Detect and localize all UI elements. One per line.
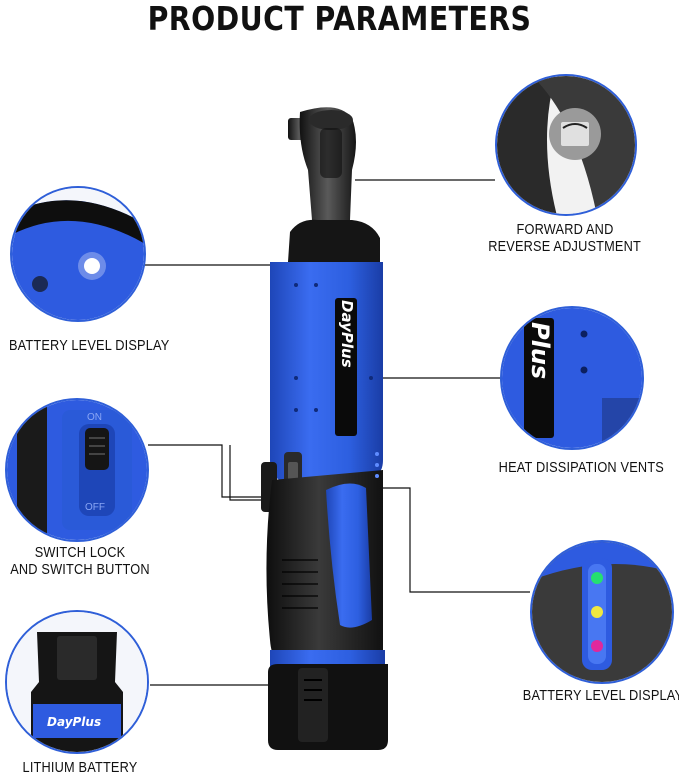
callout-forward-reverse-line1: FORWARD AND bbox=[516, 222, 614, 238]
svg-text:Plus: Plus bbox=[526, 322, 554, 379]
callout-forward-reverse-line2: REVERSE ADJUSTMENT bbox=[488, 239, 641, 255]
page-title: PRODUCT PARAMETERS bbox=[147, 0, 532, 38]
callout-switch-line1: SWITCH LOCK bbox=[34, 545, 126, 561]
ratchet-head bbox=[288, 107, 356, 220]
direction-switch-zoom bbox=[495, 74, 637, 216]
battery-led-zoom bbox=[530, 540, 674, 684]
callout-battery-level-right: BATTERY LEVEL DISPLAY bbox=[522, 688, 679, 704]
battery-brand-text: DayPlus bbox=[47, 715, 101, 729]
battery-level-zoom-left bbox=[10, 186, 146, 322]
callout-switch-line2: AND SWITCH BUTTON bbox=[10, 562, 150, 578]
switch-on-label: ON bbox=[87, 412, 102, 423]
lithium-battery-zoom: DayPlus bbox=[5, 610, 149, 754]
switch-off-label: OFF bbox=[85, 502, 105, 513]
callout-lithium-battery: LITHIUM BATTERY bbox=[22, 760, 138, 776]
brand-text: DayPlus bbox=[338, 300, 356, 368]
heat-vents-zoom: Plus bbox=[500, 306, 644, 450]
connector-lines bbox=[144, 179, 530, 686]
switch-lock-zoom: ON OFF bbox=[5, 398, 149, 542]
callout-heat-vents: HEAT DISSIPATION VENTS bbox=[498, 460, 664, 476]
callout-battery-level-left: BATTERY LEVEL DISPLAY bbox=[9, 338, 170, 354]
